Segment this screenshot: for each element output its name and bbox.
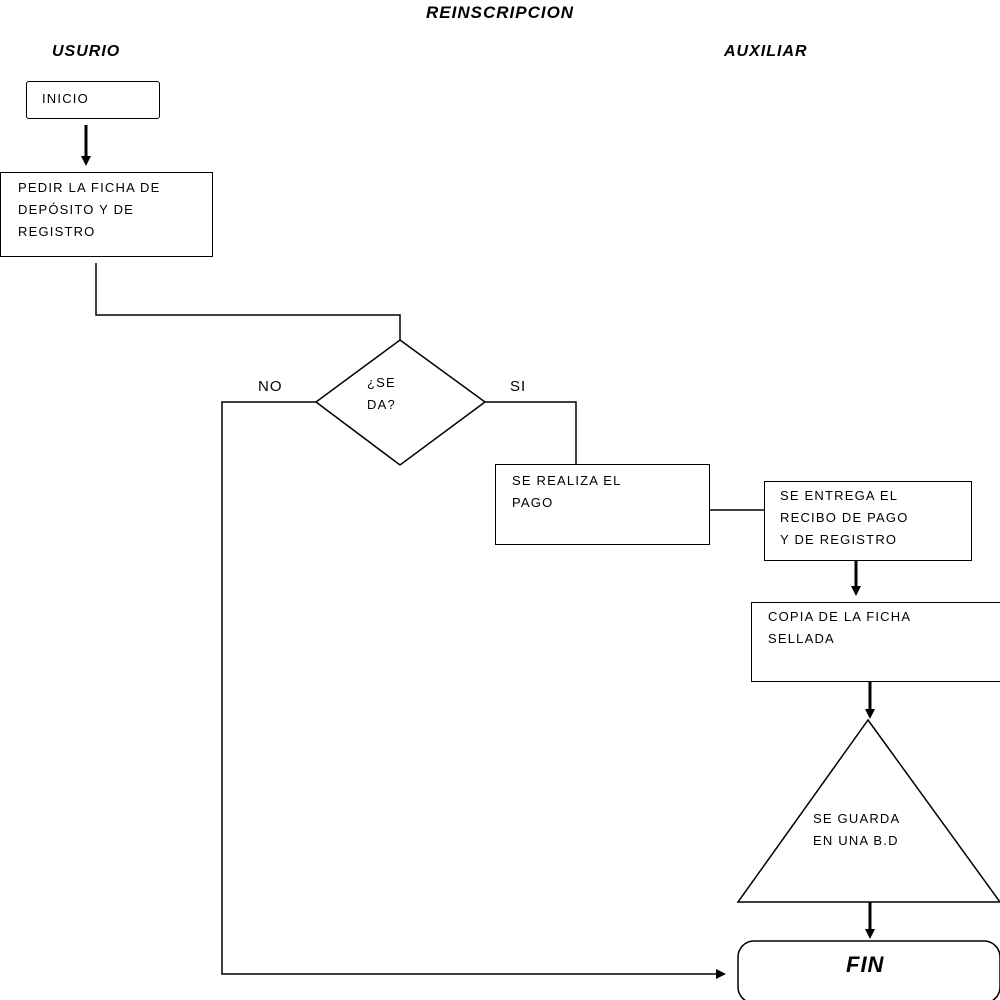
receipt-node: SE ENTREGA EL RECIBO DE PAGO Y DE REGIST… <box>764 481 972 561</box>
connector-no-to-end <box>221 401 726 979</box>
lane-header-right: AUXILIAR <box>724 43 808 60</box>
request-form-node: PEDIR LA FICHA DE DEPÓSITO Y DE REGISTRO <box>0 172 213 257</box>
sealed-copy-node: COPIA DE LA FICHA SELLADA <box>751 602 1000 682</box>
branch-no-label: NO <box>258 378 283 395</box>
receipt-label: SE ENTREGA EL RECIBO DE PAGO Y DE REGIST… <box>780 488 909 547</box>
request-form-label: PEDIR LA FICHA DE DEPÓSITO Y DE REGISTRO <box>18 180 161 239</box>
payment-node: SE REALIZA EL PAGO <box>495 464 710 545</box>
diagram-title: REINSCRIPCION <box>426 3 575 22</box>
store-label: SE GUARDA EN UNA B.D <box>813 811 901 848</box>
lane-header-left: USURIO <box>52 43 121 60</box>
start-label: INICIO <box>42 91 89 106</box>
connector-yes-to-payment <box>485 401 577 465</box>
decision-label: ¿SE DA? <box>367 375 396 412</box>
payment-label: SE REALIZA EL PAGO <box>512 473 622 510</box>
sealed-copy-label: COPIA DE LA FICHA SELLADA <box>768 609 912 646</box>
start-node: INICIO <box>26 81 160 119</box>
end-terminator <box>737 940 1000 1000</box>
branch-yes-label: SI <box>510 378 527 395</box>
end-label: FIN <box>846 952 885 977</box>
decision-diamond <box>314 339 487 466</box>
connector-request-to-decision <box>95 263 401 340</box>
